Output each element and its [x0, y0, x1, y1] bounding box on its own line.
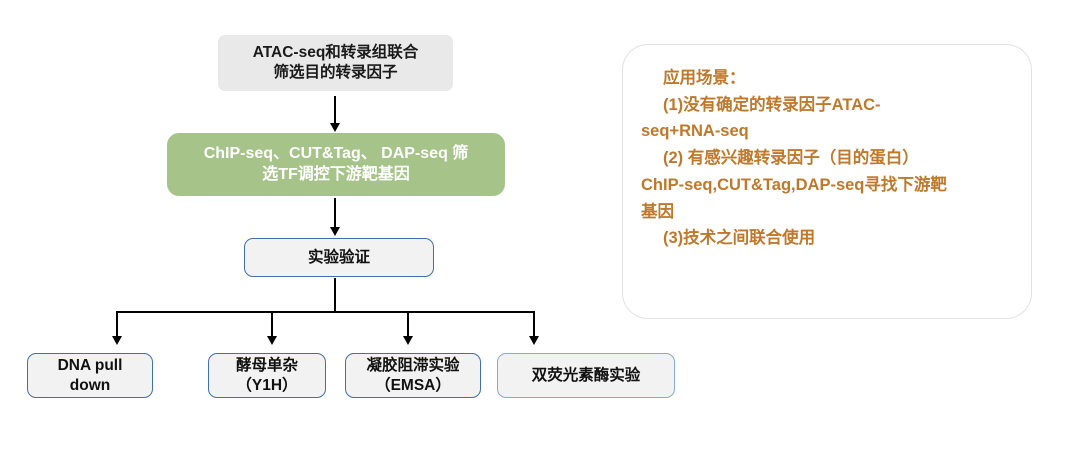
node-method-dna-pull-down-line1: DNA pull down [57, 356, 123, 394]
connector-method-2-arrowhead [266, 336, 277, 345]
node-method-dual-luciferase[interactable]: 双荧光素酶实验 [497, 353, 675, 398]
connector-step2-step3-arrowhead [329, 227, 340, 236]
node-chipseq-cuttag-dapseq-line1: ChIP-seq、CUT&Tag、 DAP-seq 筛 [203, 145, 469, 163]
node-atac-seq-screening-line2: 筛选目的转录因子 [273, 64, 398, 81]
node-experimental-validation[interactable]: 实验验证 [244, 238, 434, 277]
application-scenarios-panel: 应用场景： (1)没有确定的转录因子ATAC- seq+RNA-seq (2) … [622, 44, 1032, 319]
application-scenario-item-2-line1: (2) 有感兴趣转录因子（目的蛋白） [663, 149, 919, 168]
connector-method-3-arrowhead [402, 336, 413, 345]
connector-method-4-line [533, 311, 535, 337]
application-scenario-item-2-line2: ChIP-seq,CUT&Tag,DAP-seq寻找下游靶 [641, 175, 947, 194]
connector-method-2-line [271, 311, 273, 337]
application-scenario-item-1-line1: (1)没有确定的转录因子ATAC- [663, 95, 881, 114]
node-method-yeast-one-hybrid[interactable]: 酵母单杂 （Y1H） [208, 353, 326, 398]
node-method-yeast-one-hybrid-line2: （Y1H） [236, 376, 298, 394]
node-method-emsa[interactable]: 凝胶阻滞实验 （EMSA） [345, 353, 481, 398]
node-method-dual-luciferase-line1: 双荧光素酶实验 [531, 366, 641, 384]
connector-method-3-line [407, 311, 409, 337]
application-scenario-item-3: (3)技术之间联合使用 [663, 229, 816, 248]
application-scenarios-content: 应用场景： (1)没有确定的转录因子ATAC- seq+RNA-seq (2) … [641, 65, 1017, 252]
node-method-emsa-text: 凝胶阻滞实验 （EMSA） [366, 356, 459, 396]
node-chipseq-cuttag-dapseq-text: ChIP-seq、CUT&Tag、 DAP-seq 筛 选TF调控下游靶基因 [204, 144, 469, 185]
connector-method-1-line [116, 311, 118, 337]
node-chipseq-cuttag-dapseq[interactable]: ChIP-seq、CUT&Tag、 DAP-seq 筛 选TF调控下游靶基因 [167, 133, 505, 196]
node-atac-seq-screening[interactable]: ATAC-seq和转录组联合 筛选目的转录因子 [218, 35, 453, 91]
node-atac-seq-screening-text: ATAC-seq和转录组联合 筛选目的转录因子 [253, 43, 419, 83]
node-method-dna-pull-down[interactable]: DNA pull down [27, 353, 153, 398]
connector-step1-step2-line [334, 96, 336, 124]
node-method-yeast-one-hybrid-text: 酵母单杂 （Y1H） [236, 356, 298, 396]
connector-step2-step3-line [334, 198, 336, 228]
node-chipseq-cuttag-dapseq-line2: 选TF调控下游靶基因 [262, 165, 410, 183]
connector-bus-horizontal [116, 311, 535, 313]
node-experimental-validation-text: 实验验证 [307, 248, 370, 266]
node-atac-seq-screening-line1: ATAC-seq和转录组联合 [252, 44, 419, 62]
connector-bus-stem [334, 278, 336, 313]
node-method-dual-luciferase-text: 双荧光素酶实验 [532, 366, 641, 386]
node-method-dna-pull-down-text: DNA pull down [36, 356, 144, 396]
connector-method-4-arrowhead [528, 336, 539, 345]
connector-step1-step2-arrowhead [329, 123, 340, 132]
application-scenarios-heading: 应用场景： [663, 69, 746, 87]
application-scenario-item-2-line3: 基因 [641, 202, 674, 221]
application-scenario-item-1-line2: seq+RNA-seq [641, 122, 749, 141]
node-method-yeast-one-hybrid-line1: 酵母单杂 [235, 356, 298, 374]
node-method-emsa-line1: 凝胶阻滞实验 [366, 356, 460, 374]
node-method-emsa-line2: （EMSA） [375, 376, 451, 394]
connector-method-1-arrowhead [111, 336, 122, 345]
